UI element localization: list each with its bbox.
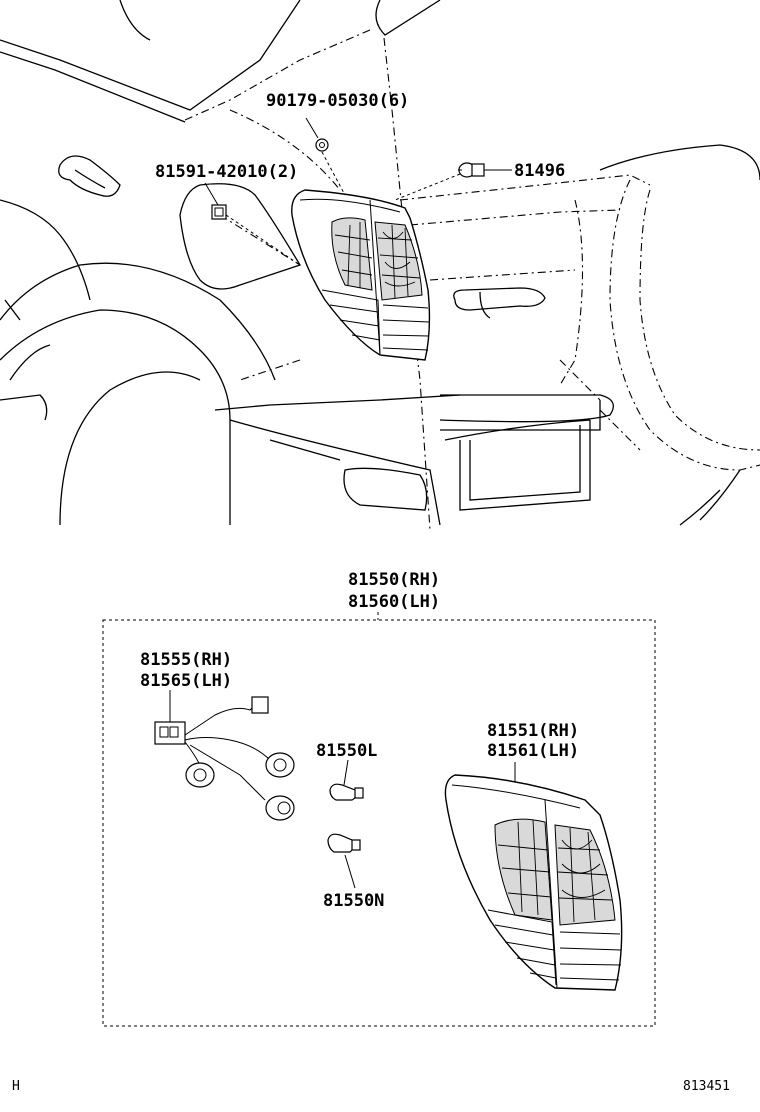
bulb-81550L-icon — [329, 783, 364, 801]
part-label-81591: 81591-42010(2) — [155, 162, 298, 182]
part-label-81551: 81551(RH) — [487, 721, 579, 741]
part-label-81555: 81555(RH) — [140, 650, 232, 670]
part-label-90179: 90179-05030(6) — [266, 91, 409, 111]
part-label-81496: 81496 — [514, 161, 565, 181]
leader-lines — [204, 117, 512, 266]
footer-left-code: H — [12, 1079, 20, 1094]
assembly-group-box — [102, 619, 656, 1027]
clip-81496-icon — [458, 162, 485, 178]
assembly-label-lh: 81560(LH) — [348, 592, 440, 612]
assembly-label-rh: 81550(RH) — [348, 570, 440, 590]
part-label-81561: 81561(LH) — [487, 741, 579, 761]
clip-81591-icon — [211, 204, 227, 220]
socket-wire-harness-icon — [154, 696, 295, 821]
part-label-81550L: 81550L — [316, 741, 377, 761]
diagram-id: 813451 — [683, 1079, 730, 1094]
part-label-81550N: 81550N — [323, 891, 384, 911]
nut-90179-icon — [315, 138, 329, 152]
part-label-81565: 81565(LH) — [140, 671, 232, 691]
vehicle-rear-body — [0, 0, 760, 531]
installed-tail-lamp — [291, 189, 431, 361]
lens-assembly-icon — [444, 774, 623, 991]
bulb-81550N-icon — [327, 833, 361, 853]
